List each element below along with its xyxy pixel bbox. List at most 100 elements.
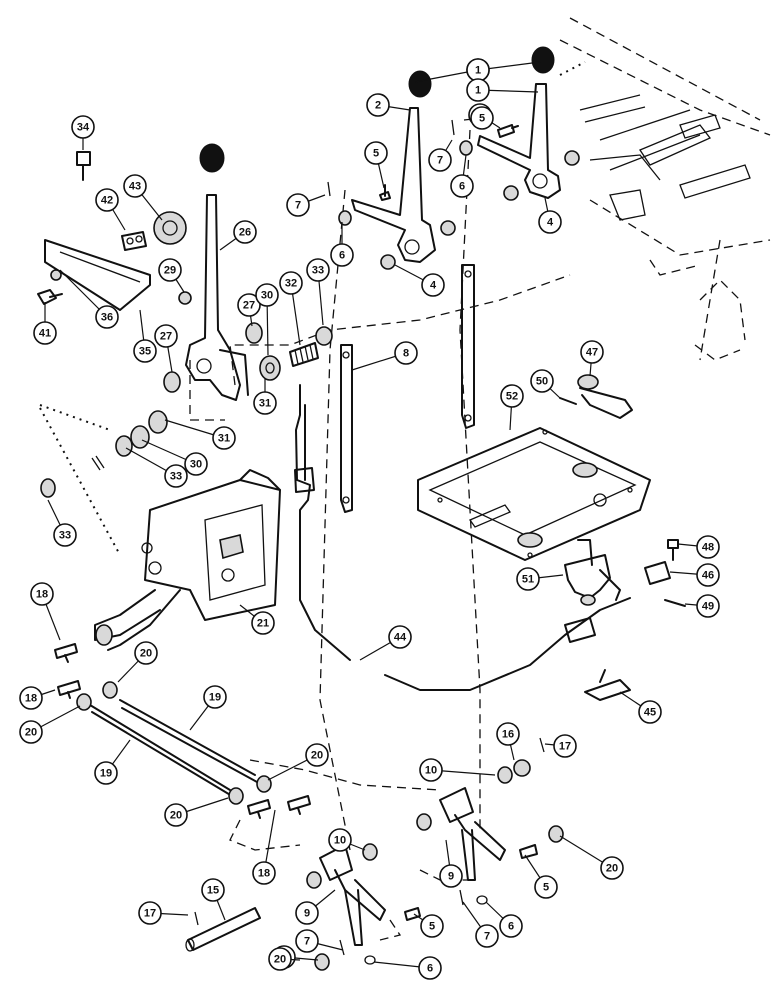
callout-7: 7 [286, 193, 326, 217]
callout-31: 31 [164, 419, 236, 450]
callout-circle [133, 339, 157, 363]
callout-number: 7 [295, 200, 301, 212]
callout-33: 33 [306, 258, 330, 326]
callout-33: 33 [47, 499, 77, 547]
callout-circle [158, 258, 182, 282]
callout-number: 18 [25, 693, 37, 705]
callout-7: 7 [462, 901, 499, 948]
callout-number: 50 [536, 376, 548, 388]
callout-circle [30, 582, 54, 606]
callout-circle [253, 391, 277, 415]
callout-circle [53, 523, 77, 547]
callout-number: 33 [312, 265, 324, 277]
callout-number: 21 [257, 618, 269, 630]
callout-number: 7 [437, 155, 443, 167]
callout-number: 33 [59, 530, 71, 542]
callout-circle [237, 293, 261, 317]
callout-number: 20 [606, 863, 618, 875]
callout-50: 50 [530, 369, 561, 399]
callout-18: 18 [30, 582, 61, 641]
callout-6: 6 [485, 901, 523, 938]
callout-number: 31 [218, 433, 230, 445]
callout-47: 47 [580, 340, 604, 377]
callout-20: 20 [559, 835, 624, 880]
callout-circle [538, 210, 562, 234]
callout-circle [164, 464, 188, 488]
callout-number: 35 [139, 346, 151, 358]
callout-circle [366, 93, 390, 117]
callout-5: 5 [524, 854, 558, 899]
callout-number: 51 [522, 574, 534, 586]
lower-bell-crank-right [416, 737, 564, 906]
callout-number: 1 [475, 65, 481, 77]
callout-circle [418, 956, 442, 980]
callout-circle [394, 341, 418, 365]
callout-6: 6 [330, 222, 354, 267]
callout-number: 2 [375, 100, 381, 112]
callout-number: 5 [429, 921, 435, 933]
callout-10: 10 [419, 758, 496, 782]
callout-19: 19 [94, 739, 131, 785]
callout-circle [123, 174, 147, 198]
callout-5: 5 [364, 141, 388, 189]
callout-circle [19, 686, 43, 710]
callout-number: 20 [311, 750, 323, 762]
callout-circle [534, 875, 558, 899]
callout-29: 29 [158, 258, 185, 293]
callout-8: 8 [351, 341, 418, 371]
callout-number: 7 [484, 931, 490, 943]
callout-number: 34 [77, 122, 90, 134]
callout-circle [19, 720, 43, 744]
callout-9: 9 [295, 889, 336, 925]
callout-33: 33 [125, 447, 188, 488]
callout-10: 10 [328, 828, 366, 852]
callout-52: 52 [500, 384, 524, 431]
callout-27: 27 [237, 293, 261, 327]
callout-number: 16 [502, 729, 514, 741]
callout-6: 6 [450, 154, 474, 198]
callout-number: 29 [164, 265, 176, 277]
callout-number: 31 [259, 398, 271, 410]
callout-number: 5 [479, 113, 485, 125]
callout-number: 26 [239, 227, 251, 239]
callout-number: 20 [140, 648, 152, 660]
callout-circle [134, 641, 158, 665]
callout-number: 41 [39, 328, 51, 340]
callout-number: 27 [160, 331, 172, 343]
callout-circle [496, 722, 520, 746]
callout-number: 4 [547, 217, 554, 229]
callout-circle [364, 141, 388, 165]
callout-circle [94, 761, 118, 785]
callout-number: 20 [274, 954, 286, 966]
shift-lever-left [185, 143, 249, 401]
shifter-housing [94, 469, 281, 651]
callout-number: 45 [644, 707, 656, 719]
callout-18: 18 [252, 809, 276, 885]
callout-number: 42 [101, 195, 113, 207]
callout-number: 46 [702, 570, 714, 582]
callout-circle [138, 901, 162, 925]
callout-number: 30 [190, 459, 202, 471]
callout-number: 5 [543, 882, 549, 894]
callout-46: 46 [669, 563, 720, 587]
callout-1: 1 [466, 58, 541, 82]
callout-30: 30 [255, 283, 279, 356]
callout-20: 20 [268, 947, 301, 971]
callout-number: 27 [243, 300, 255, 312]
callout-7: 7 [295, 929, 344, 953]
callout-number: 8 [403, 348, 409, 360]
callout-21: 21 [239, 604, 275, 635]
callout-2: 2 [366, 93, 411, 117]
callout-circle [306, 258, 330, 282]
callout-circle [530, 369, 554, 393]
callout-number: 9 [304, 908, 310, 920]
callout-circle [95, 305, 119, 329]
selector-valve [564, 539, 686, 701]
callout-number: 7 [304, 936, 310, 948]
callout-circle [470, 106, 494, 130]
callout-number: 36 [101, 312, 113, 324]
callout-number: 19 [100, 768, 112, 780]
callout-number: 30 [261, 290, 273, 302]
callout-circle [328, 828, 352, 852]
callout-number: 10 [425, 765, 437, 777]
